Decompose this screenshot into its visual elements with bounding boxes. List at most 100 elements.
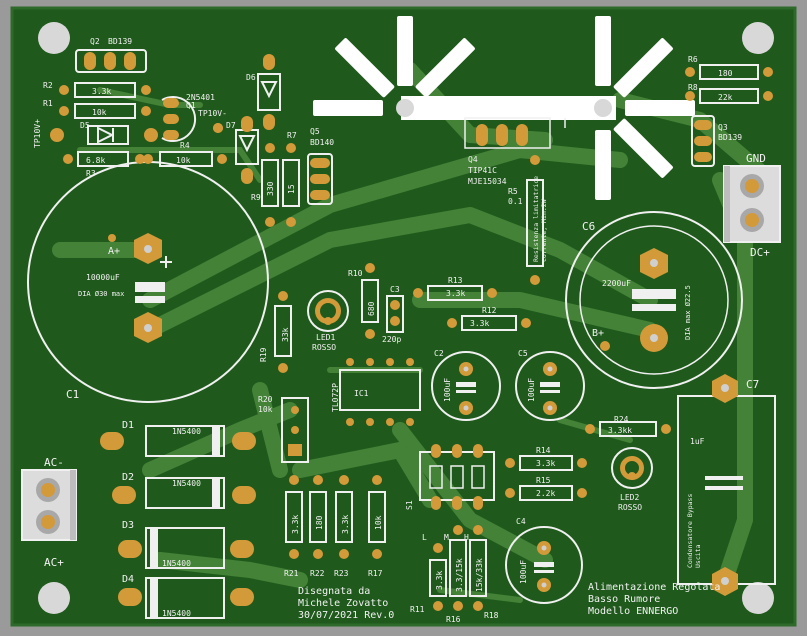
label-R9: R9 xyxy=(251,193,261,202)
label-IC1-value: TL072P xyxy=(331,383,340,412)
label-R16-value: 3.3/15k xyxy=(455,558,464,592)
label-Q3-value: BD139 xyxy=(718,133,742,142)
label-R3: R3 xyxy=(86,169,96,178)
trimmer-R20 xyxy=(281,397,309,463)
label-R3-value: 6.8k xyxy=(86,156,105,165)
label-R22: R22 xyxy=(310,569,325,578)
label-R13: R13 xyxy=(448,276,463,285)
label-C7-note1: Condensatore Bypass xyxy=(686,494,694,568)
label-LED1-value: ROSSO xyxy=(312,343,336,352)
label-LED1: LED1 xyxy=(316,333,335,342)
label-R19: R19 xyxy=(259,347,268,362)
title-line-1: Alimentazione Regolata xyxy=(588,582,720,593)
label-H: H xyxy=(464,533,469,542)
label-R12: R12 xyxy=(482,306,497,315)
label-GND: GND xyxy=(746,152,766,165)
label-Q5: Q5 xyxy=(310,127,320,136)
label-D3: D3 xyxy=(122,520,134,531)
resistors-horizontal xyxy=(74,64,759,501)
label-C2: C2 xyxy=(434,349,444,358)
label-Q2: Q2 xyxy=(90,37,100,46)
label-LED2: LED2 xyxy=(620,493,639,502)
label-TP10V-plus: TP10V+ xyxy=(33,119,42,148)
label-C1-value: 10000uF xyxy=(86,273,120,282)
label-Q1-value: 2N5401 xyxy=(186,93,215,102)
label-D5: D5 xyxy=(80,121,90,130)
label-C4-value: 100uF xyxy=(519,560,528,584)
rectifier-diodes xyxy=(100,425,256,619)
label-R13-value: 3.3k xyxy=(446,289,465,298)
label-R12-value: 3.3k xyxy=(470,319,489,328)
capacitor-C6 xyxy=(565,211,743,389)
label-Q3: Q3 xyxy=(718,123,728,132)
label-Q1: Q1 xyxy=(186,101,196,110)
label-D1-value: 1N5400 xyxy=(172,427,201,436)
label-R16: R16 xyxy=(446,615,461,624)
terminal-AC xyxy=(21,469,77,541)
label-Q5-value: BD140 xyxy=(310,138,334,147)
label-C7: C7 xyxy=(746,378,759,391)
transistors xyxy=(75,49,715,205)
label-R23: R23 xyxy=(334,569,349,578)
label-C7-note2: Uscita xyxy=(694,544,702,568)
capacitor-C5 xyxy=(515,351,585,421)
label-AC-plus: AC+ xyxy=(44,556,64,569)
label-R8: R8 xyxy=(688,83,698,92)
label-C4: C4 xyxy=(516,517,526,526)
label-C5-value: 100uF xyxy=(527,378,536,402)
label-C3-value: 220p xyxy=(382,335,401,344)
silkscreen-labels: Q2 BD139 R2 3.3k R1 10k 2N5401 Q1 D5 D6 … xyxy=(33,37,770,624)
heatsink xyxy=(313,16,695,200)
label-R5-note1: Resistenza limitatrice xyxy=(532,176,540,262)
label-R17: R17 xyxy=(368,569,383,578)
label-Q4-value1: TIP41C xyxy=(468,166,497,175)
label-D1: D1 xyxy=(122,420,134,431)
label-R9-value: 330 xyxy=(266,181,275,196)
title-line-2: Basso Rumore xyxy=(588,594,660,605)
label-R11-value: 3.3k xyxy=(435,571,444,590)
label-R14-value: 3.3k xyxy=(536,459,555,468)
mounting-holes xyxy=(38,22,774,614)
label-C1-dia: DIA Ø30 max xyxy=(78,290,124,298)
label-Q2-value: BD139 xyxy=(108,37,132,46)
designer-line-2: Michele Zovatto xyxy=(298,598,388,609)
label-R2: R2 xyxy=(43,81,53,90)
label-LED2-value: ROSSO xyxy=(618,503,642,512)
label-R22-value: 180 xyxy=(315,515,324,530)
label-R21-value: 3.3k xyxy=(291,515,300,534)
label-C3: C3 xyxy=(390,285,400,294)
label-R7: R7 xyxy=(287,131,297,140)
label-R6-value: 180 xyxy=(718,69,733,78)
label-R5-note2: corrente, Min.2W xyxy=(540,199,548,262)
label-R1: R1 xyxy=(43,99,53,108)
label-Q4-value2: MJE15034 xyxy=(468,177,507,186)
label-R10: R10 xyxy=(348,269,363,278)
label-R14: R14 xyxy=(536,446,551,455)
label-R23-value: 3.3k xyxy=(341,515,350,534)
label-R15-value: 2.2k xyxy=(536,489,555,498)
label-R4: R4 xyxy=(180,141,190,150)
label-IC1: IC1 xyxy=(354,389,369,398)
label-D2-value: 1N5400 xyxy=(172,479,201,488)
label-D3-value: 1N5400 xyxy=(162,559,191,568)
label-R24-value: 3.3kk xyxy=(608,426,632,435)
label-DC-plus: DC+ xyxy=(750,246,770,259)
title-line-3: Modello ENNERGO xyxy=(588,606,678,617)
label-R6: R6 xyxy=(688,55,698,64)
label-D2: D2 xyxy=(122,472,134,483)
label-R15: R15 xyxy=(536,476,551,485)
label-M: M xyxy=(444,533,449,542)
label-C2-value: 100uF xyxy=(443,378,452,402)
label-R18: R18 xyxy=(484,611,499,620)
ic-IC1 xyxy=(339,358,421,426)
terminal-DC xyxy=(723,165,781,243)
label-C5: C5 xyxy=(518,349,528,358)
label-C6-value: 2200uF xyxy=(602,279,631,288)
label-R19-value: 33k xyxy=(281,327,290,342)
switch-S1 xyxy=(419,444,495,510)
label-R20-value: 10k xyxy=(258,405,273,414)
label-R8-value: 22k xyxy=(718,93,733,102)
label-R1-value: 10k xyxy=(92,108,107,117)
